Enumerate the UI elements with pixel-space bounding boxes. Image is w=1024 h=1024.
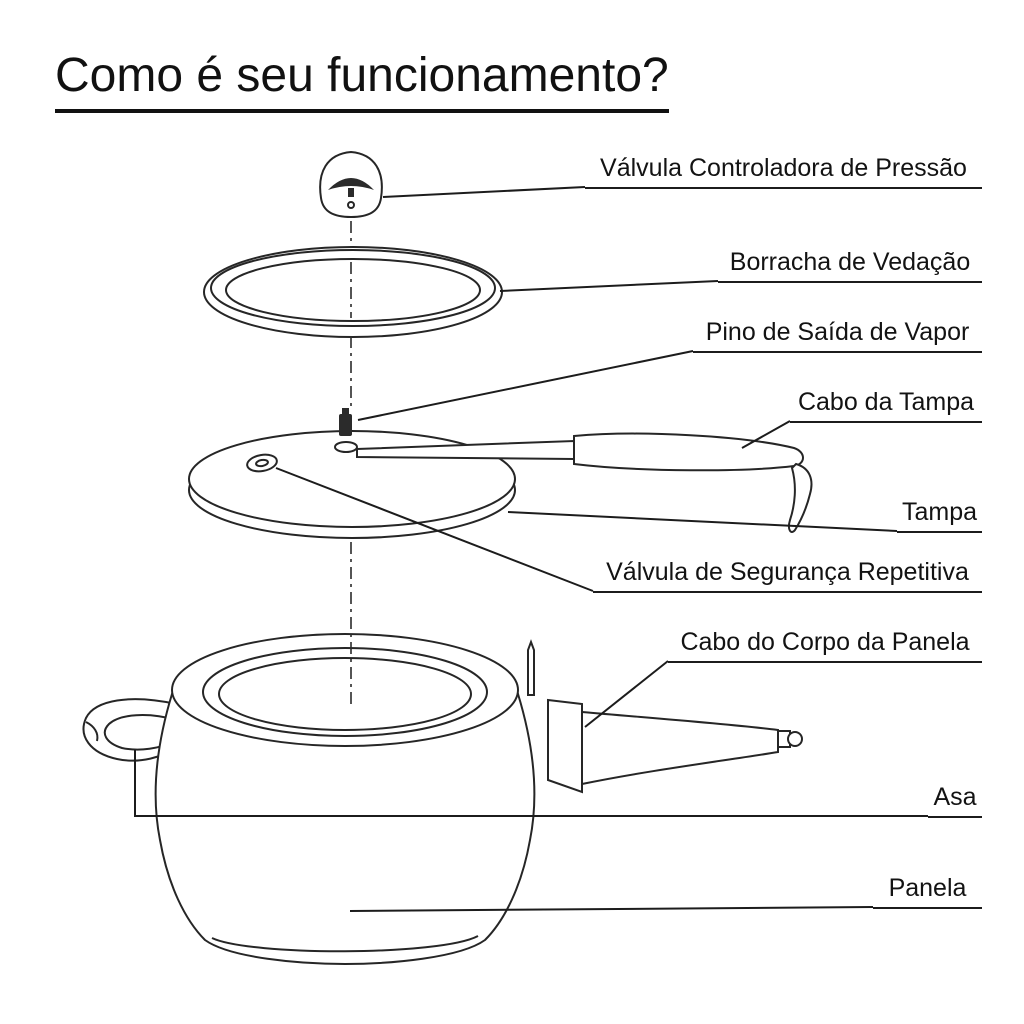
- label-asa: Asa: [928, 783, 982, 818]
- leader-pino-saida-vapor: [357, 350, 694, 421]
- label-tampa: Tampa: [897, 498, 982, 533]
- lid-handle-hook: [787, 462, 813, 533]
- label-panela: Panela: [873, 874, 982, 909]
- pressure-valve-cap: [328, 178, 374, 190]
- leader-borracha-vedacao: [499, 280, 719, 292]
- label-cabo-da-tampa: Cabo da Tampa: [790, 388, 982, 423]
- label-valvula-controladora-de-pressao: Válvula Controladora de Pressão: [585, 154, 982, 189]
- leader-cabo-tampa: [741, 420, 791, 449]
- leader-lines: [134, 186, 928, 912]
- rim-pin-shape: [527, 639, 535, 696]
- page-title: Como é seu funcionamento?: [55, 48, 669, 113]
- pot-body-shape: [154, 693, 536, 966]
- pot-handle-grip: [581, 710, 779, 786]
- pressure-valve-part: [319, 150, 383, 219]
- label-valvula-de-seguranca-repetitiva: Válvula de Segurança Repetitiva: [593, 558, 982, 593]
- leader-cabo-corpo-panela: [584, 660, 669, 728]
- lid-handle-grip: [573, 432, 804, 472]
- leader-valvula-seguranca: [275, 467, 594, 592]
- label-cabo-do-corpo-da-panela: Cabo do Corpo da Panela: [668, 628, 982, 663]
- lid-part: [188, 408, 813, 539]
- pot-handle-knob: [787, 731, 803, 747]
- pot-rim-inner: [202, 647, 488, 737]
- label-borracha-de-vedacao: Borracha de Vedação: [718, 248, 982, 283]
- leader-tampa: [507, 511, 898, 532]
- label-pino-de-saida-de-vapor: Pino de Saída de Vapor: [693, 318, 982, 353]
- pot-body-part: [82, 633, 803, 966]
- leader-valvula-controladora: [382, 186, 586, 198]
- sealing-ring-part: [203, 246, 503, 338]
- asa-handle-shape: [82, 698, 178, 762]
- steam-pin-base: [334, 441, 358, 453]
- steam-pin-shape: [339, 414, 352, 436]
- pot-handle-bracket: [547, 698, 583, 794]
- steam-pin-tip: [342, 408, 349, 416]
- leader-asa: [134, 750, 928, 817]
- pressure-valve-hole: [347, 201, 355, 209]
- leader-panela: [349, 906, 874, 912]
- safety-valve-shape: [246, 453, 278, 473]
